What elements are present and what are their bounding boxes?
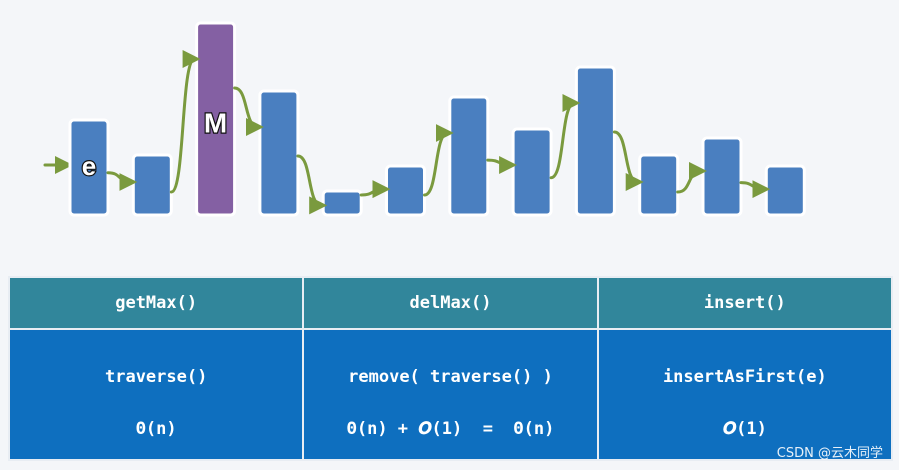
operations-table: getMax() delMax() insert() traverse() Θ(… bbox=[7, 276, 894, 461]
bar-node bbox=[764, 164, 806, 217]
header-delmax: delMax() bbox=[302, 276, 599, 330]
cell-insert: insertAsFirst(e) 𝑶(1) bbox=[596, 328, 894, 461]
getmax-complexity: Θ(n) bbox=[135, 419, 177, 439]
list-diagram: eM bbox=[43, 21, 806, 217]
link-arrow bbox=[549, 94, 581, 180]
link-arrow bbox=[359, 180, 391, 199]
bar-label-e: e bbox=[82, 151, 96, 181]
link-arrow bbox=[296, 154, 328, 215]
watermark: CSDN @云木同学 bbox=[776, 446, 883, 461]
getmax-method: traverse() bbox=[104, 367, 208, 387]
link-arrow bbox=[612, 130, 644, 191]
cell-getmax: traverse() Θ(n) bbox=[7, 328, 305, 461]
bar-node bbox=[701, 136, 743, 217]
link-arrow bbox=[233, 86, 264, 136]
link-arrow bbox=[676, 161, 707, 194]
bar-node bbox=[68, 118, 110, 217]
bar-node bbox=[638, 153, 680, 217]
bar-node bbox=[131, 153, 173, 217]
cell-delmax: remove( traverse() ) Θ(n) + 𝑶(1) = Θ(n) bbox=[302, 328, 599, 461]
link-arrow bbox=[423, 124, 454, 197]
insert-complexity: 𝑶(1) bbox=[722, 419, 767, 439]
link-arrow bbox=[739, 180, 771, 199]
insert-method: insertAsFirst(e) bbox=[662, 367, 827, 387]
delmax-method: remove( traverse() ) bbox=[348, 367, 553, 387]
bar-node bbox=[258, 89, 300, 217]
link-arrow bbox=[169, 50, 201, 194]
table-header-row: getMax() delMax() insert() bbox=[7, 276, 894, 330]
bar-max bbox=[195, 21, 237, 217]
link-arrow bbox=[106, 171, 138, 191]
header-getmax: getMax() bbox=[7, 276, 305, 330]
bar-node bbox=[385, 164, 426, 217]
header-insert: insert() bbox=[596, 276, 894, 330]
bar-node bbox=[448, 95, 490, 217]
bar-node bbox=[574, 65, 616, 217]
bar-node bbox=[321, 189, 363, 217]
delmax-complexity: Θ(n) + 𝑶(1) = Θ(n) bbox=[346, 419, 555, 439]
bar-label-max: M bbox=[204, 107, 227, 138]
bar-node bbox=[511, 127, 553, 217]
table-row: traverse() Θ(n) remove( traverse() ) Θ(n… bbox=[7, 328, 894, 461]
link-arrow bbox=[486, 155, 518, 174]
